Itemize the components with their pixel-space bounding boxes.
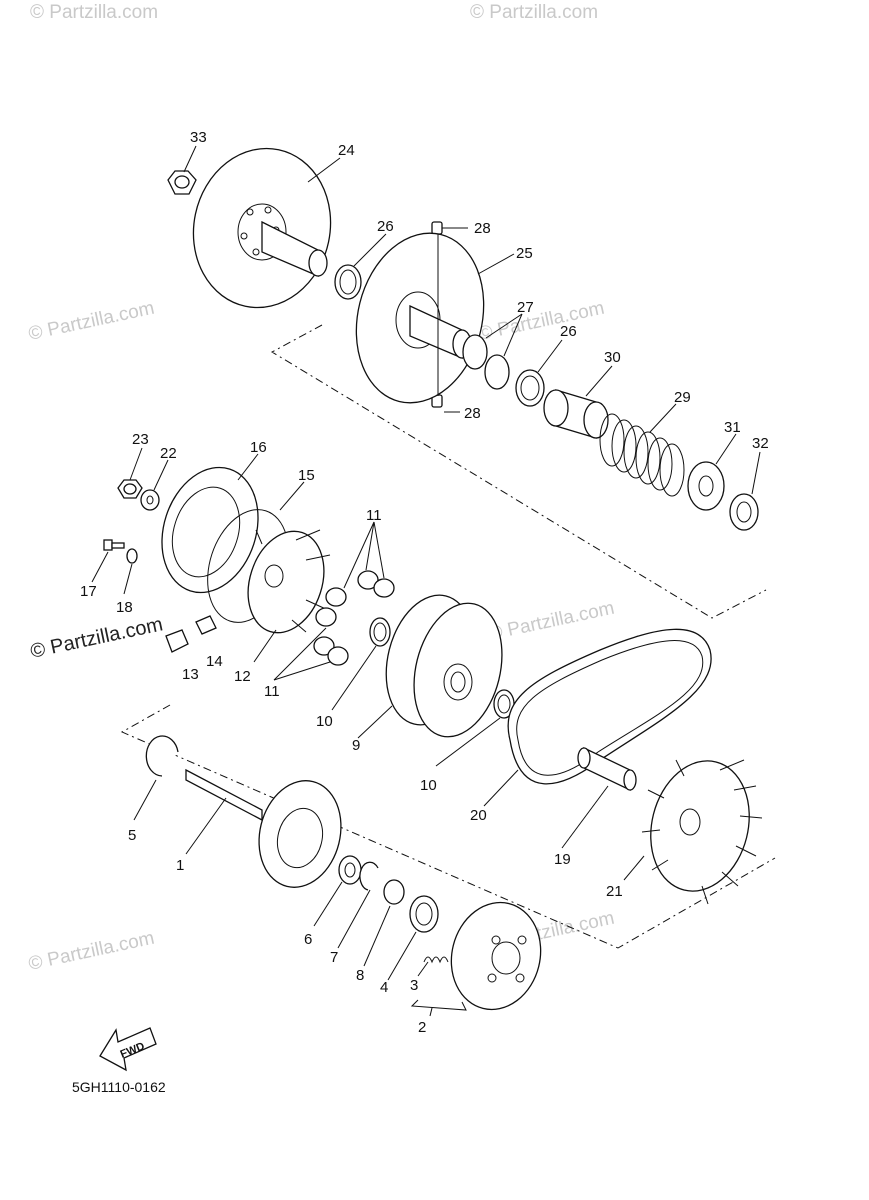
leader-lines [91,145,761,1017]
callout-26: 26 [377,218,394,235]
spring-3 [423,956,449,964]
callout-19: 19 [554,851,571,868]
callout-9: 9 [352,737,360,754]
callout-17: 17 [80,583,97,600]
slider-13 [165,629,189,653]
callout-11: 11 [366,507,382,524]
callout-2: 2 [418,1019,426,1036]
bearing-4 [409,895,439,933]
circlip-7 [359,861,379,891]
circlip-5 [145,735,179,777]
o-ring-27 [462,334,510,390]
v-belt-20 [507,628,712,785]
watermark: © Partzilla.com [27,928,157,975]
guide-pin-28-top [431,221,443,235]
callout-16: 16 [250,439,267,456]
weights-11 [313,570,395,666]
bolt-17 [103,539,125,551]
bearing-6 [338,855,362,885]
callout-4: 4 [380,979,388,996]
washer-18 [126,548,138,564]
callout-21: 21 [606,883,623,900]
callout-11: 11 [264,683,280,700]
primary-sheave-cam-12 [247,529,331,634]
callout-3: 3 [410,977,418,994]
sliding-sheave-25 [355,232,485,404]
compression-spring-29 [599,413,685,497]
nut-32 [729,493,759,531]
callout-30: 30 [604,349,621,366]
callout-28: 28 [464,405,481,422]
slider-14 [195,615,217,635]
primary-sheave-cap-16 [161,466,259,594]
clutch-carrier-2 [450,901,542,1011]
callout-22: 22 [160,445,177,462]
callout-25: 25 [516,245,533,262]
callout-28: 28 [474,220,491,237]
assembly-guide-lines [120,324,776,949]
primary-sliding-sheave-9 [385,594,503,738]
callout-15: 15 [298,467,315,484]
watermark: © Partzilla.com [27,298,157,345]
diagram-code: 5GH1110-0162 [72,1079,166,1095]
washer-31 [687,461,725,511]
watermark: © Partzilla.com [30,2,158,23]
callout-24: 24 [338,142,355,159]
callout-8: 8 [356,967,364,984]
collar-26-a [334,264,362,300]
watermark: © Partzilla.com [470,2,598,23]
washer-22 [140,489,160,511]
callout-32: 32 [752,435,769,452]
callout-5: 5 [128,827,136,844]
spring-seat-30 [543,389,609,439]
callout-27: 27 [517,299,534,316]
callout-6: 6 [304,931,312,948]
callout-29: 29 [674,389,691,406]
watermark: © Partzilla.com [477,298,607,345]
callout-13: 13 [182,666,199,683]
watermark-dark: © Partzilla.com [28,613,164,663]
callout-labels: 33 24 26 28 25 27 26 30 29 28 31 32 23 2… [80,129,769,1036]
collar-8 [383,879,405,905]
callout-23: 23 [132,431,149,448]
callout-14: 14 [206,653,223,670]
callout-7: 7 [330,949,338,966]
secondary-fixed-sheave-fan-21 [641,759,763,905]
secondary-sheave-assembly-1 [185,768,342,888]
fwd-arrow-icon: FWD [99,1027,157,1072]
callout-10: 10 [316,713,333,730]
callout-20: 20 [470,807,487,824]
nut-33 [167,170,197,195]
callout-12: 12 [234,668,251,685]
callout-10: 10 [420,777,437,794]
callout-18: 18 [116,599,133,616]
nut-23 [117,479,143,499]
callout-1: 1 [176,857,184,874]
collar-shaft-19 [577,746,637,792]
watermark: © Partzilla.com [487,598,617,645]
primary-fixed-sheave-24 [192,147,332,309]
callout-33: 33 [190,129,207,146]
collar-26-b [515,369,545,407]
callout-26: 26 [560,323,577,340]
callout-31: 31 [724,419,741,436]
collar-10-a [369,617,391,647]
